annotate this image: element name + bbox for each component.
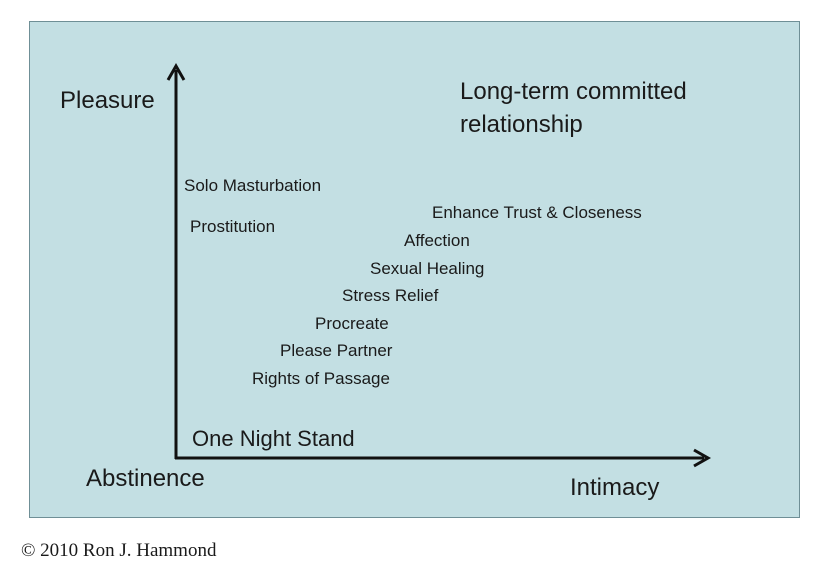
stress-relief-label: Stress Relief: [342, 286, 439, 305]
enhance-trust-label: Enhance Trust & Closeness: [432, 203, 642, 222]
sexual-healing-label: Sexual Healing: [370, 259, 485, 278]
long-term-relationship-label: Long-term committed relationship: [460, 78, 687, 138]
prostitution-label: Prostitution: [190, 217, 276, 236]
diagram-panel: Pleasure Long-term committed relationshi…: [29, 21, 800, 518]
solo-masturbation-label: Solo Masturbation: [184, 176, 322, 195]
origin-label: Abstinence: [86, 465, 205, 492]
procreate-label: Procreate: [315, 314, 389, 333]
y-axis-label: Pleasure: [60, 87, 155, 114]
copyright-notice: © 2010 Ron J. Hammond: [21, 540, 217, 561]
axes-svg: [166, 62, 712, 468]
x-axis-arrowhead: [693, 448, 712, 468]
y-axis-arrowhead: [166, 62, 186, 81]
x-axis-label: Intimacy: [570, 474, 660, 501]
long-term-line-2: relationship: [460, 110, 583, 138]
long-term-line-1: Long-term committed: [460, 78, 687, 105]
one-night-stand-label: One Night Stand: [192, 426, 355, 451]
rights-of-passage-label: Rights of Passage: [252, 369, 390, 388]
affection-label: Affection: [404, 231, 470, 250]
please-partner-label: Please Partner: [280, 341, 393, 360]
